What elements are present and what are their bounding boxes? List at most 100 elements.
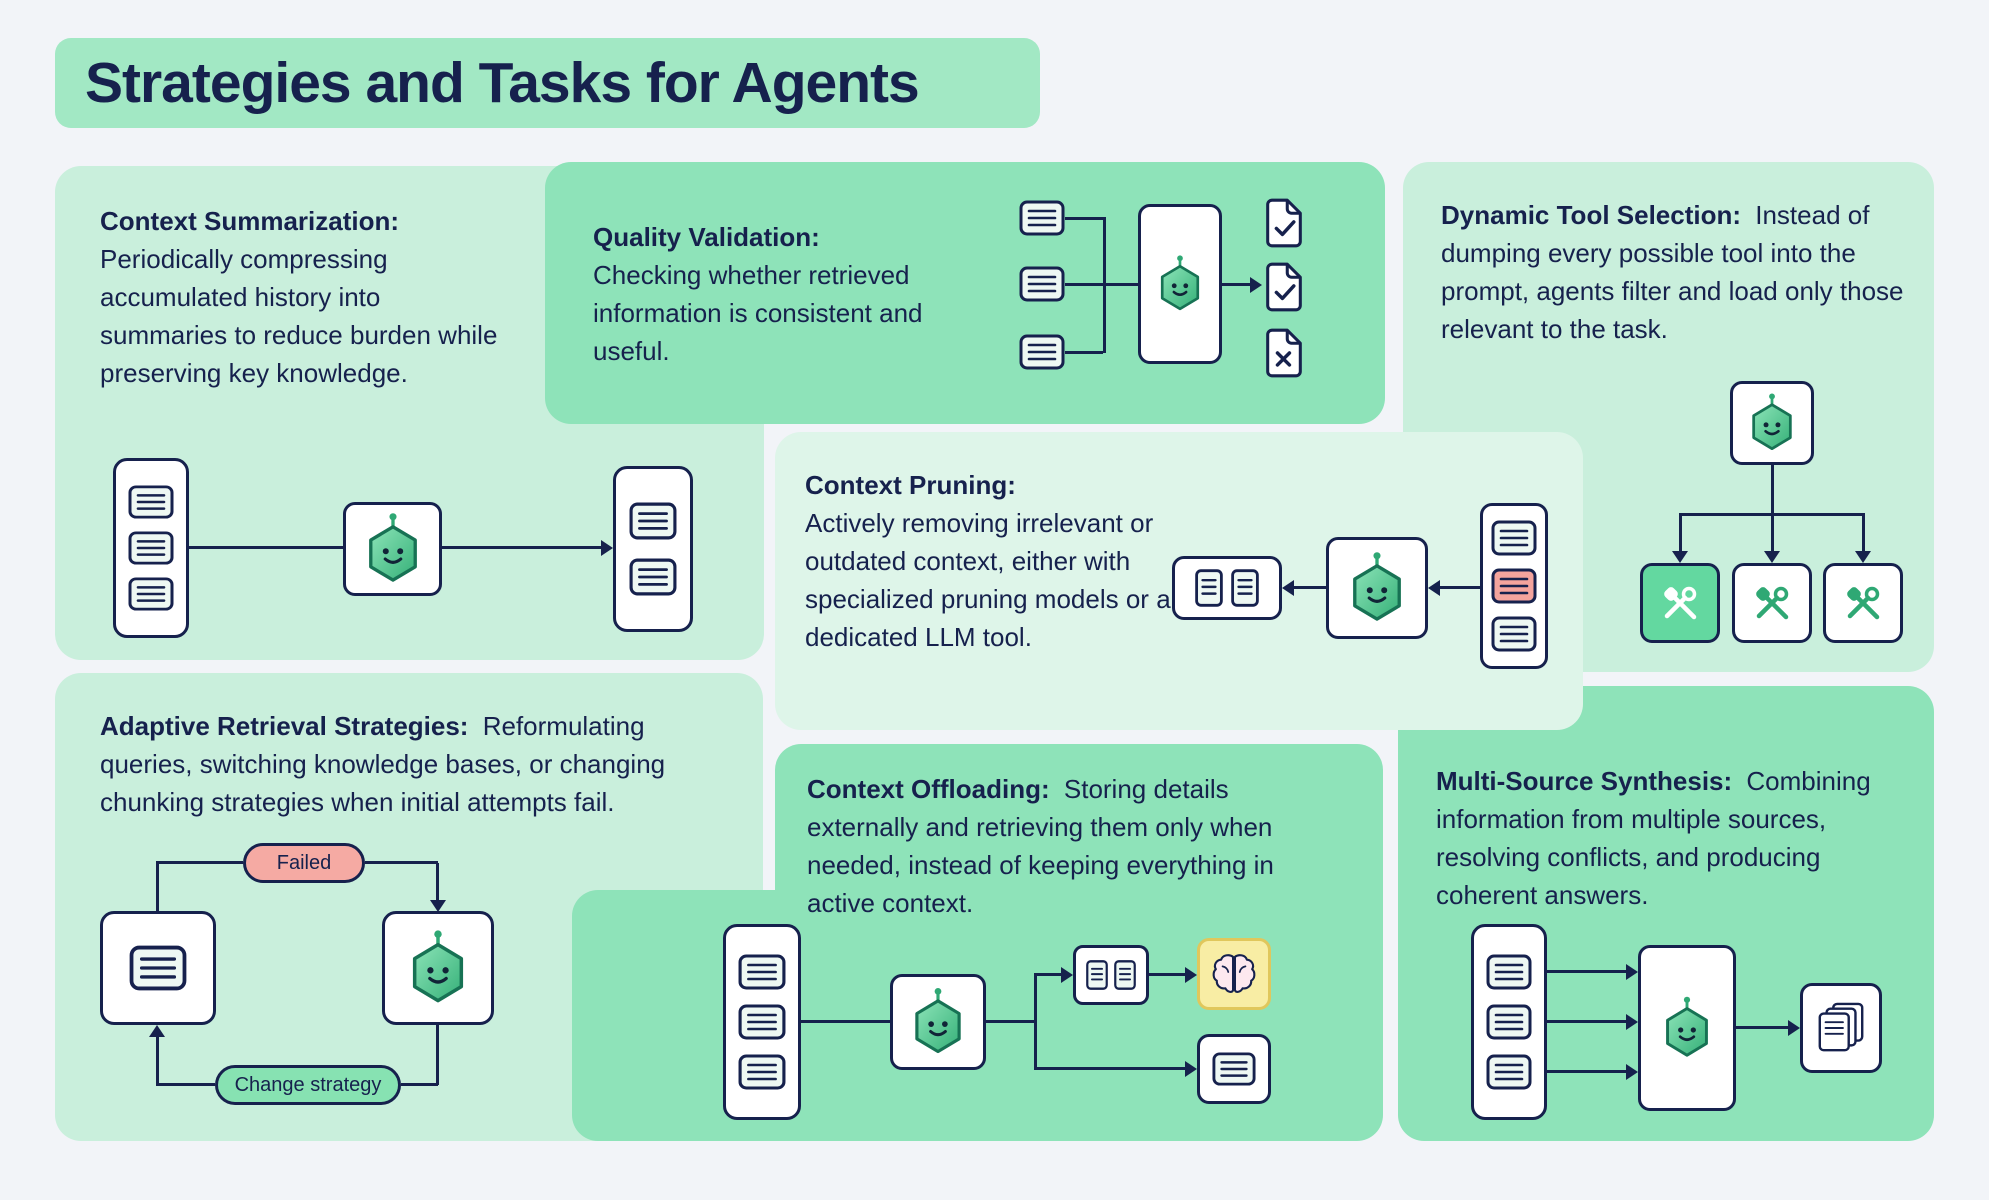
document-icon (128, 531, 174, 565)
agent-box (1638, 945, 1736, 1111)
arrowhead-icon (1061, 967, 1073, 983)
card-bg-shape (775, 744, 1383, 1141)
card-body: Instead of dumping every possible tool i… (1441, 200, 1904, 344)
agent-hexagon-face-icon (1151, 252, 1209, 316)
card-text: Quality Validation: Checking whether ret… (593, 218, 923, 370)
synthesized-answer-box (1800, 983, 1882, 1073)
card-text: Multi-Source Synthesis: Combining inform… (1436, 762, 1908, 914)
retrieved-document-box (1197, 1034, 1271, 1104)
connector-line (442, 546, 601, 549)
summary-stack-box (613, 466, 693, 632)
arrowhead-icon (1764, 551, 1780, 563)
agent-box (1326, 537, 1428, 639)
rejected-file-x-icon (1262, 328, 1306, 378)
pruned-documents-box (1172, 556, 1282, 620)
card-context-offloading: Context Offloading: Storing details exte… (572, 744, 1383, 1141)
arrowhead-icon (1626, 1064, 1638, 1080)
external-notes-box (1073, 945, 1149, 1005)
document-icon (1019, 200, 1065, 236)
card-heading: Quality Validation: (593, 222, 820, 252)
connector-line (1149, 973, 1185, 976)
arrowhead-icon (430, 900, 446, 912)
document-icon (1019, 266, 1065, 302)
card-body: Combining information from multiple sour… (1436, 766, 1871, 910)
connector-line (1736, 1026, 1789, 1029)
flagged-document-icon (1491, 568, 1537, 604)
card-heading: Context Offloading: (807, 774, 1050, 804)
context-stack-box (723, 924, 801, 1120)
connector-line (1065, 283, 1103, 286)
document-icon (1486, 1004, 1532, 1040)
failed-badge: Failed (243, 843, 365, 883)
arrowhead-icon (1855, 551, 1871, 563)
document-icon (738, 954, 786, 990)
connector-line (801, 1020, 890, 1023)
tool-box (1732, 563, 1812, 643)
memory-box (1197, 938, 1271, 1010)
agent-box (343, 502, 442, 596)
document-icon (738, 1054, 786, 1090)
connector-line (436, 1025, 439, 1085)
agent-hexagon-face-icon (357, 509, 429, 589)
card-body: Actively removing irrelevant or outdated… (805, 508, 1171, 652)
stacked-pages-icon (1812, 1001, 1870, 1055)
card-text: Context Summarization: Periodically comp… (100, 202, 500, 392)
card-text: Adaptive Retrieval Strategies: Reformula… (100, 707, 740, 821)
agent-box (1138, 204, 1222, 364)
wrench-screwdriver-icon (1657, 580, 1703, 626)
connector-line (365, 861, 438, 864)
agent-hexagon-face-icon (904, 984, 972, 1060)
card-text: Context Pruning: Actively removing irrel… (805, 466, 1191, 656)
memory-brain-icon (1211, 953, 1257, 995)
arrowhead-icon (1185, 967, 1197, 983)
validated-file-check-icon (1262, 198, 1306, 248)
connector-line (1222, 283, 1250, 286)
connector-line (156, 1036, 159, 1085)
document-icon (128, 485, 174, 519)
connector-line (189, 546, 343, 549)
connector-line (1065, 217, 1103, 220)
wrench-screwdriver-icon (1749, 580, 1795, 626)
arrowhead-icon (1282, 580, 1294, 596)
agent-hexagon-face-icon (1341, 548, 1413, 628)
arrowhead-icon (1672, 551, 1688, 563)
connector-line (1547, 970, 1627, 973)
arrowhead-icon (149, 1025, 165, 1037)
card-heading: Multi-Source Synthesis: (1436, 766, 1733, 796)
arrowhead-icon (1250, 277, 1262, 293)
tool-box (1823, 563, 1903, 643)
document-stack-box (113, 458, 189, 638)
connector-line (1034, 973, 1062, 976)
selected-tool-box (1640, 563, 1720, 643)
change-strategy-label: Change strategy (234, 1073, 382, 1096)
document-icon (1486, 1054, 1532, 1090)
connector-line (156, 1083, 215, 1086)
connector-line (1034, 973, 1037, 1069)
context-stack-box (1480, 503, 1548, 669)
page-title: Strategies and Tasks for Agents (85, 51, 920, 115)
card-multi-source-synthesis: Multi-Source Synthesis: Combining inform… (1398, 686, 1934, 1141)
arrowhead-icon (1788, 1020, 1800, 1036)
page-title-chip: Strategies and Tasks for Agents (55, 38, 1040, 128)
document-icon (629, 558, 677, 596)
page-lines-icon (1086, 960, 1108, 990)
card-bg-shape (572, 890, 853, 1141)
page-lines-icon (1195, 569, 1223, 607)
agent-box (382, 911, 494, 1025)
arrowhead-icon (1626, 964, 1638, 980)
arrowhead-icon (1626, 1014, 1638, 1030)
connector-line (156, 861, 243, 864)
card-heading: Context Pruning: (805, 470, 1016, 500)
card-quality-validation: Quality Validation: Checking whether ret… (545, 162, 1385, 424)
card-heading: Context Summarization: (100, 206, 400, 236)
card-body: Storing details externally and retrievin… (807, 774, 1274, 918)
document-icon (129, 945, 187, 991)
connector-line (1065, 351, 1103, 354)
card-text: Dynamic Tool Selection: Instead of dumpi… (1441, 196, 1909, 348)
change-strategy-badge: Change strategy (215, 1065, 401, 1105)
arrowhead-icon (1428, 580, 1440, 596)
agent-box (890, 974, 986, 1070)
document-icon (629, 502, 677, 540)
card-text: Context Offloading: Storing details exte… (807, 770, 1277, 922)
